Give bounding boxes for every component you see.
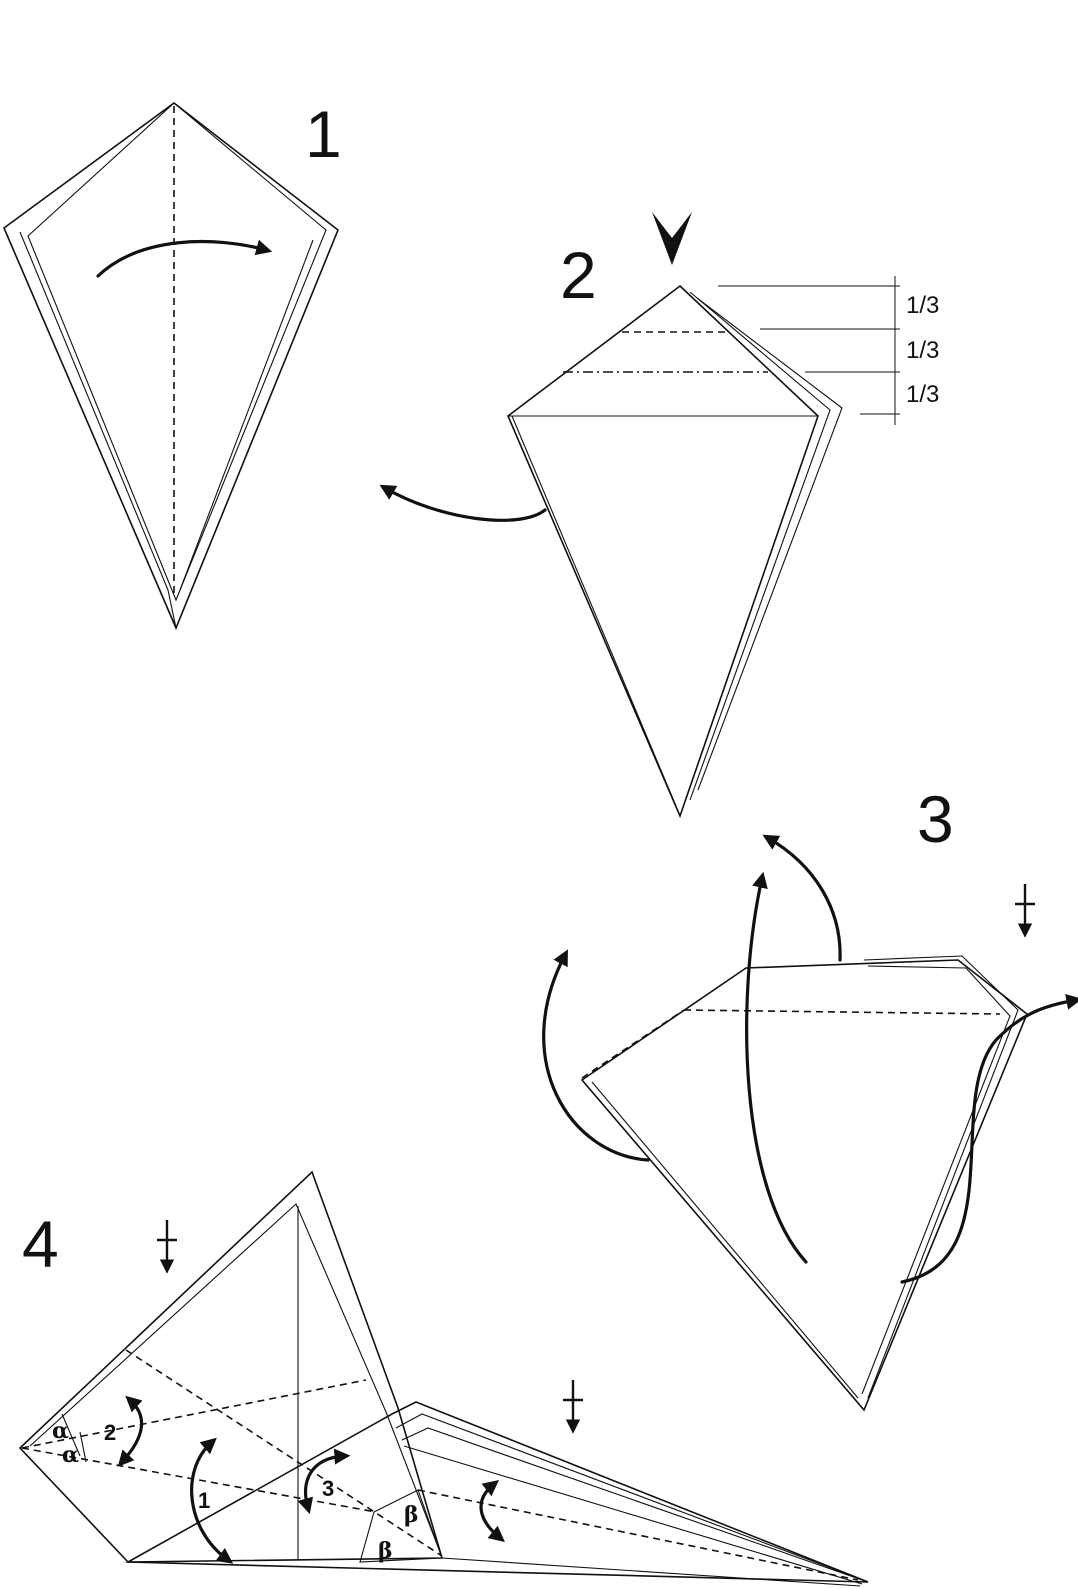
fold-arrow-1 bbox=[190, 1437, 234, 1564]
fraction-label-1: 1/3 bbox=[906, 292, 939, 319]
fold-arrow-3 bbox=[297, 1448, 351, 1515]
folded-shape-outline bbox=[580, 959, 1028, 1412]
fold-number-3: 3 bbox=[322, 1476, 334, 1501]
tail-bottom-edge bbox=[441, 1557, 861, 1587]
inner-left-edge bbox=[591, 1081, 859, 1399]
fold-up-arrow-left bbox=[542, 949, 650, 1162]
fraction-label-2: 1/3 bbox=[906, 337, 939, 364]
valley-fold-line bbox=[683, 1009, 1001, 1015]
tail-outline bbox=[125, 1401, 869, 1583]
step-1-number: 1 bbox=[305, 97, 342, 171]
alpha-arc-marker-2 bbox=[79, 1431, 87, 1463]
tail-layer-2 bbox=[401, 1427, 863, 1581]
kite-inner-edge-left bbox=[19, 231, 177, 629]
kite-outline bbox=[3, 101, 339, 631]
large-flap-outline bbox=[18, 1170, 444, 1563]
layer-edge-1 bbox=[863, 955, 1019, 1399]
fold-arrow-right bbox=[900, 993, 1078, 1284]
fold-line-3 bbox=[125, 1349, 443, 1557]
fold-arrow-tail bbox=[479, 1479, 505, 1543]
turn-over-icon bbox=[1015, 884, 1035, 938]
beta-label-bottom: β bbox=[378, 1538, 393, 1564]
fold-line-2 bbox=[21, 1379, 367, 1449]
beta-label-top: β bbox=[404, 1502, 419, 1528]
alpha-label-bottom: α bbox=[62, 1442, 79, 1468]
step-1-figure: 1 bbox=[3, 97, 342, 631]
fold-over-arrow bbox=[96, 239, 273, 278]
alpha-arc-marker-1 bbox=[61, 1413, 81, 1457]
valley-fold-line-diagonal bbox=[581, 1009, 685, 1079]
step-4-number: 4 bbox=[22, 1207, 59, 1281]
fold-number-2: 2 bbox=[104, 1420, 116, 1445]
step-3-figure: 3 bbox=[542, 782, 1078, 1412]
beta-triangle bbox=[359, 1489, 443, 1563]
step-2-number: 2 bbox=[560, 238, 597, 312]
fold-number-1: 1 bbox=[198, 1488, 210, 1513]
unfold-arrow-top bbox=[762, 834, 842, 962]
turn-over-icon-right bbox=[563, 1380, 583, 1434]
fold-up-arrow-center bbox=[745, 871, 808, 1264]
fold-arrow-2 bbox=[117, 1395, 144, 1467]
push-arrowhead-icon bbox=[652, 212, 692, 265]
step-3-number: 3 bbox=[917, 782, 954, 856]
layer-edge-2 bbox=[861, 965, 1011, 1395]
inner-left-edge bbox=[511, 415, 677, 807]
step-2-figure: 2 1/3 1/3 1/3 bbox=[379, 212, 939, 819]
alpha-label-top: α bbox=[52, 1418, 69, 1444]
large-flap-inner-edge bbox=[29, 1203, 441, 1553]
tail-layer-3 bbox=[403, 1445, 863, 1585]
unfold-arrow bbox=[379, 484, 547, 522]
kite-outline bbox=[507, 284, 819, 819]
turn-over-icon-left bbox=[157, 1220, 177, 1274]
layer-edge-2 bbox=[696, 297, 843, 791]
tail-layer-1 bbox=[395, 1413, 869, 1583]
fraction-label-3: 1/3 bbox=[906, 381, 939, 408]
layer-edge-1 bbox=[689, 291, 831, 801]
fold-line-tail bbox=[417, 1489, 859, 1581]
kite-inner-layer bbox=[27, 102, 327, 602]
kite-inner-edge-right bbox=[179, 239, 314, 591]
step-4-figure: 4 α α 2 1 3 β β bbox=[18, 1170, 869, 1587]
